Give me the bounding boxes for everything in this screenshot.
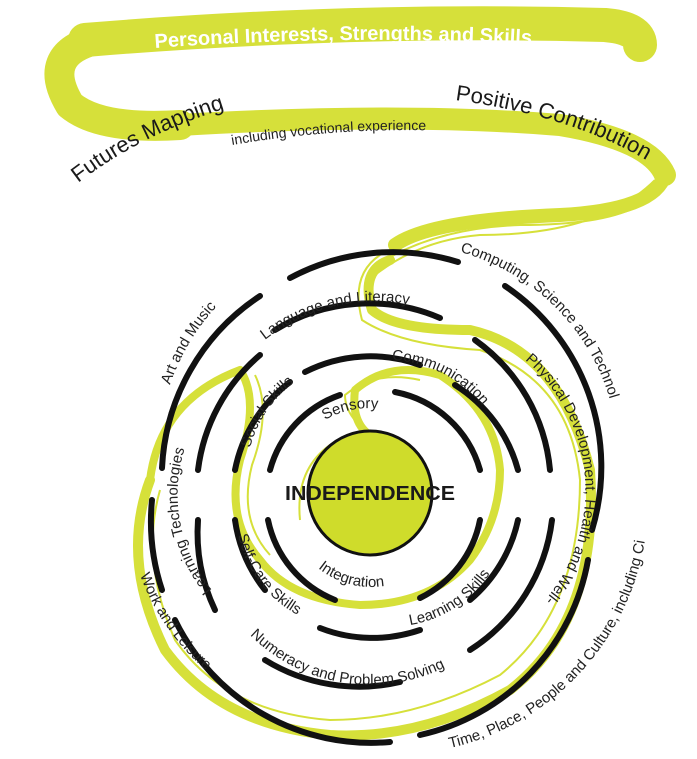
ring-inner [265,389,483,603]
ring-third [194,300,555,690]
center-label: INDEPENDENCE [285,483,455,505]
center-circle [306,429,434,557]
banner-title: Personal Interests, Strengths and Skills [154,23,533,53]
learning-technologies-label: Learning Technologies [165,445,216,598]
ribbon-banner [44,6,676,276]
ring-outer [147,249,605,746]
computing-label: Computing, Science and Technology [0,0,622,400]
integration-label: Integration [316,558,386,591]
ring-second [232,353,521,641]
